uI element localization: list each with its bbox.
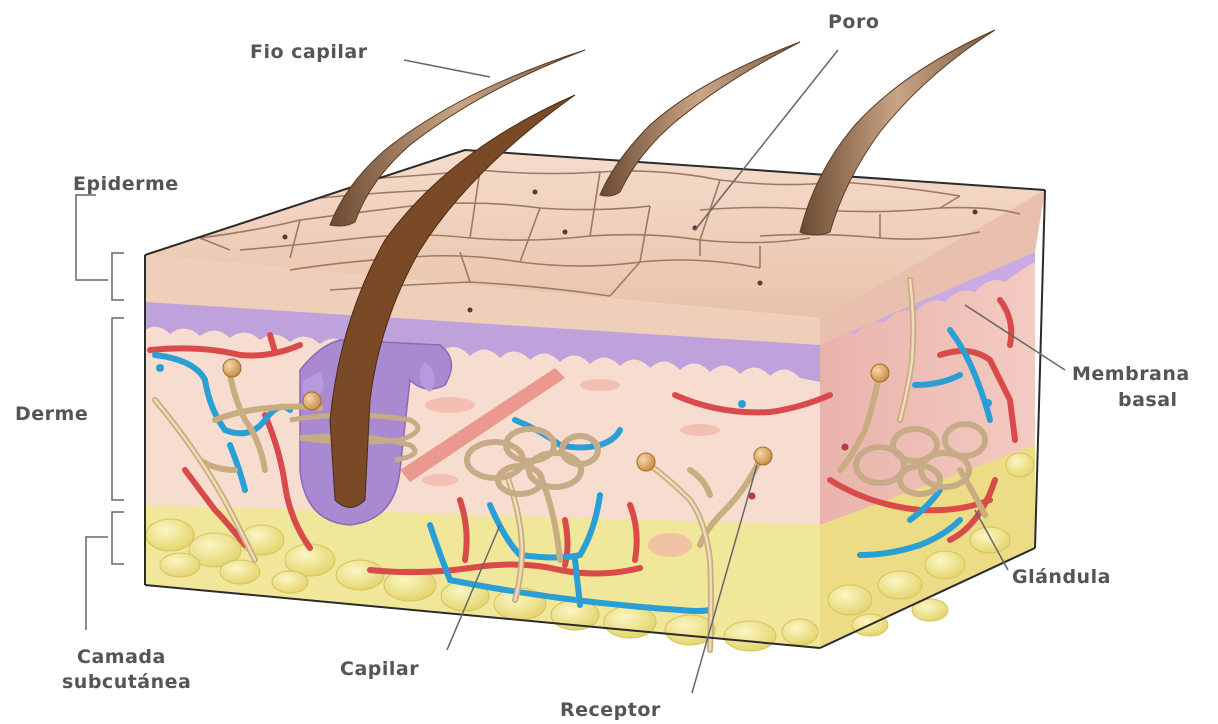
bracket-epidermis-small (112, 253, 124, 300)
bracket-subcutaneous-outer (86, 537, 108, 630)
skin-block (145, 150, 1045, 651)
label-hair: Fio capilar (250, 41, 368, 63)
bracket-epidermis (76, 195, 108, 280)
bracket-dermis (112, 318, 124, 500)
label-receptor: Receptor (560, 699, 661, 721)
leader-hair (404, 60, 490, 77)
label-subcutaneous-2: subcutánea (62, 671, 191, 693)
label-capillary: Capilar (340, 658, 419, 680)
bracket-subcutaneous (112, 512, 124, 564)
label-membrane-1: Membrana (1072, 363, 1190, 385)
label-subcutaneous-1: Camada (77, 646, 166, 668)
label-membrane-2: basal (1118, 389, 1178, 411)
label-pore: Poro (828, 11, 879, 33)
label-epidermis: Epiderme (73, 173, 179, 195)
label-dermis: Derme (15, 403, 88, 425)
label-gland: Glándula (1012, 566, 1111, 588)
